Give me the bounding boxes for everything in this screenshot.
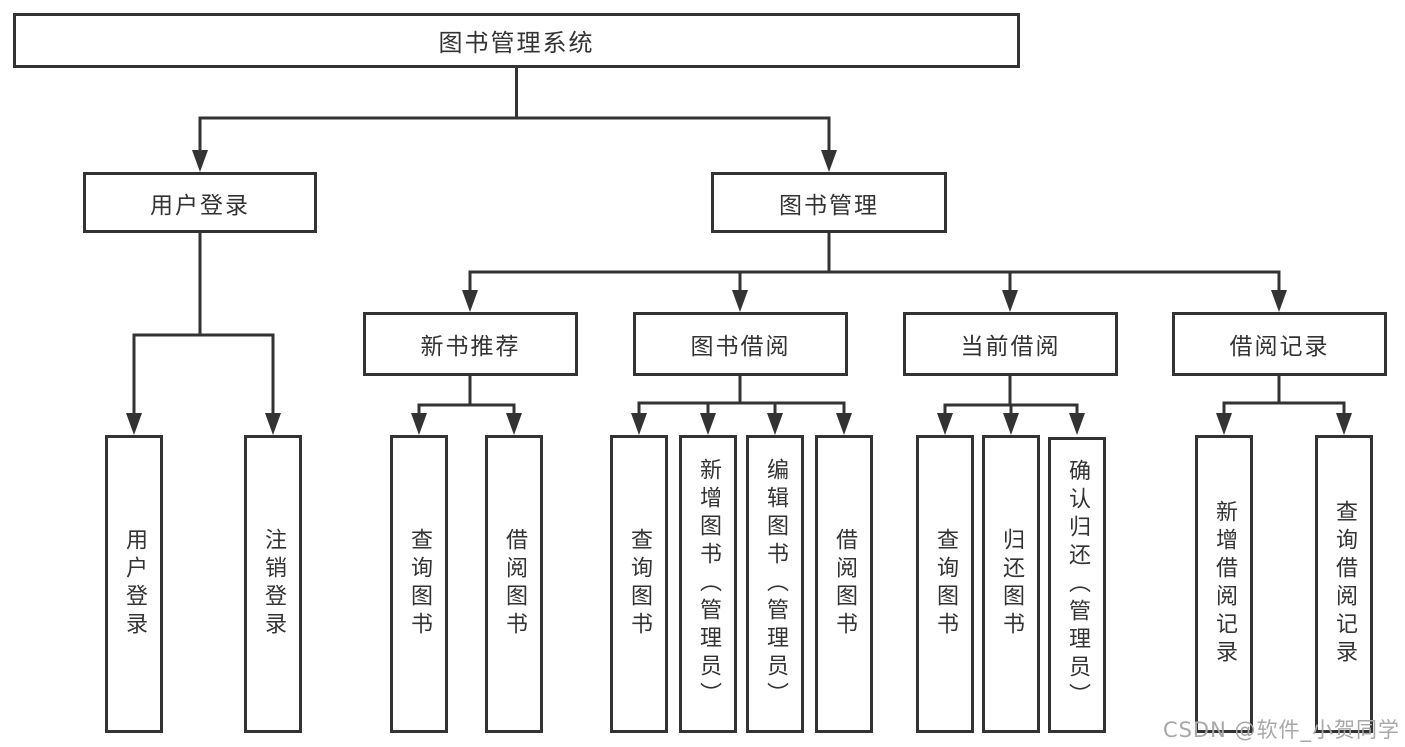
node-user-login-branch: 用户登录 <box>83 172 317 233</box>
connector-book-borrow-to-leaves <box>631 376 852 435</box>
leaf-recommend-borrow-books: 借阅图书 <box>485 435 543 733</box>
node-book-borrow: 图书借阅 <box>633 312 848 376</box>
leaf-borrow-books: 借阅图书 <box>815 435 873 733</box>
connector-book-management-to-sections <box>462 233 1287 312</box>
leaf-user-login: 用户登录 <box>105 435 163 733</box>
node-current-borrow: 当前借阅 <box>903 312 1118 376</box>
leaf-add-borrow-record: 新增借阅记录 <box>1195 435 1253 733</box>
connector-new-book-recommend-to-leaves <box>411 376 522 435</box>
leaf-current-query-books: 查询图书 <box>916 435 974 733</box>
leaf-return-books: 归还图书 <box>982 435 1040 733</box>
leaf-recommend-query-books: 查询图书 <box>390 435 448 733</box>
connector-current-borrow-to-leaves <box>937 376 1085 435</box>
leaf-query-borrow-record: 查询借阅记录 <box>1315 435 1373 733</box>
csdn-watermark: CSDN @软件_小贺同学 <box>1162 718 1400 742</box>
leaf-logout: 注销登录 <box>244 435 302 733</box>
leaf-edit-books-admin: 编辑图书（管理员） <box>746 435 804 733</box>
node-new-book-recommend: 新书推荐 <box>363 312 578 376</box>
connector-borrow-records-to-leaves <box>1216 376 1352 435</box>
leaf-borrow-query-books: 查询图书 <box>610 435 668 733</box>
connector-root-to-level2 <box>192 68 837 172</box>
leaf-add-books-admin: 新增图书（管理员） <box>679 435 737 733</box>
node-borrow-records: 借阅记录 <box>1172 312 1387 376</box>
connector-user-login-to-leaves <box>126 233 281 435</box>
leaf-confirm-return-admin: 确认归还（管理员） <box>1048 437 1106 733</box>
node-root-library-system: 图书管理系统 <box>13 13 1020 68</box>
node-book-management-branch: 图书管理 <box>711 172 947 233</box>
